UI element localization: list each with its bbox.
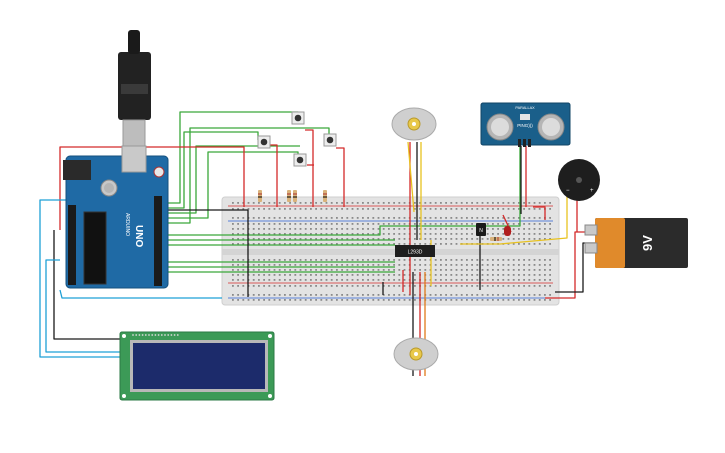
dc-motor-top (391, 107, 437, 141)
transistor: N (476, 223, 486, 236)
ultrasonic-sensor: PING))) PARALLAX (480, 102, 571, 147)
battery-label: 9V (640, 235, 655, 251)
dc-motor-bottom (393, 337, 439, 371)
buzzer-minus-label: − (566, 188, 570, 194)
battery-9v: 9V (584, 218, 688, 268)
resistors (258, 190, 502, 241)
breadboard-holes (232, 202, 551, 301)
driver-chip-label: L293D (408, 250, 423, 256)
push-buttons (257, 111, 337, 167)
arduino-model-label: UNO (133, 225, 144, 247)
wires (39, 111, 596, 376)
piezo-buzzer: − + (558, 159, 600, 201)
arduino-brand-label: ARDUINO (124, 213, 130, 236)
arduino-board: UNO ARDUINO (63, 30, 169, 289)
motor-driver-chip: L293D (395, 245, 435, 257)
ultrasonic-model-label: PING))) (517, 123, 533, 128)
led-red (504, 226, 511, 236)
breadboard (221, 196, 560, 306)
lcd-display (119, 331, 275, 401)
transistor-label: N (479, 228, 483, 234)
ultrasonic-brand-label: PARALLAX (515, 106, 535, 110)
buzzer-plus-label: + (590, 188, 594, 194)
